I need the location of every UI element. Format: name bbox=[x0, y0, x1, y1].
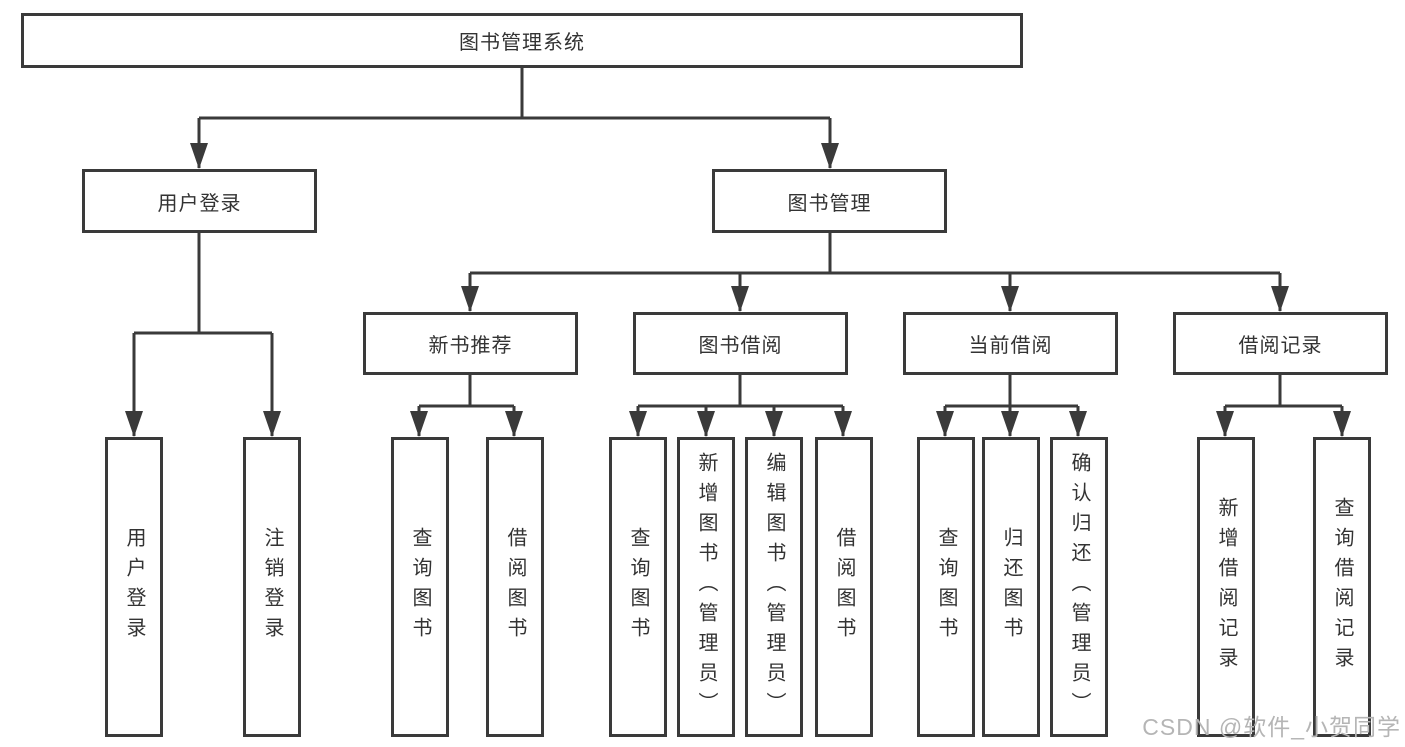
leaf-current-return-books-label: 归还图书 bbox=[1000, 527, 1022, 647]
leaf-current-confirm-return-admin: 确认归还（管理员） bbox=[1050, 437, 1108, 737]
leaf-records-add-record: 新增借阅记录 bbox=[1197, 437, 1255, 737]
node-user-login-label: 用户登录 bbox=[157, 192, 242, 215]
leaf-records-add-record-label: 新增借阅记录 bbox=[1215, 497, 1237, 677]
leaf-borrow-edit-books-admin: 编辑图书（管理员） bbox=[745, 437, 803, 737]
leaf-current-query-books-label: 查询图书 bbox=[935, 527, 957, 647]
node-book-borrow: 图书借阅 bbox=[633, 312, 848, 375]
leaf-borrow-query-books-label: 查询图书 bbox=[627, 527, 649, 647]
leaf-borrow-query-books: 查询图书 bbox=[609, 437, 667, 737]
leaf-borrow-add-books-admin-label: 新增图书（管理员） bbox=[695, 452, 717, 722]
leaf-newbook-borrow-books: 借阅图书 bbox=[486, 437, 544, 737]
leaf-current-confirm-return-admin-label: 确认归还（管理员） bbox=[1068, 452, 1090, 722]
leaf-logout: 注销登录 bbox=[243, 437, 301, 737]
csdn-watermark: CSDN @软件_小贺同学 bbox=[1142, 714, 1401, 740]
node-new-book-recommend: 新书推荐 bbox=[363, 312, 578, 375]
node-borrow-records: 借阅记录 bbox=[1173, 312, 1388, 375]
node-borrow-records-label: 借阅记录 bbox=[1238, 335, 1323, 357]
leaf-records-query-record: 查询借阅记录 bbox=[1313, 437, 1371, 737]
leaf-records-query-record-label: 查询借阅记录 bbox=[1331, 497, 1353, 677]
node-book-management: 图书管理 bbox=[712, 169, 947, 233]
leaf-current-return-books: 归还图书 bbox=[982, 437, 1040, 737]
node-current-borrow-label: 当前借阅 bbox=[968, 335, 1053, 357]
leaf-newbook-borrow-books-label: 借阅图书 bbox=[504, 527, 526, 647]
node-book-management-label: 图书管理 bbox=[787, 192, 872, 215]
node-book-borrow-label: 图书借阅 bbox=[698, 335, 783, 357]
leaf-current-query-books: 查询图书 bbox=[917, 437, 975, 737]
leaf-borrow-edit-books-admin-label: 编辑图书（管理员） bbox=[763, 452, 785, 722]
node-new-book-recommend-label: 新书推荐 bbox=[428, 335, 513, 357]
leaf-logout-label: 注销登录 bbox=[261, 527, 283, 647]
leaf-borrow-borrow-books: 借阅图书 bbox=[815, 437, 873, 737]
leaf-borrow-borrow-books-label: 借阅图书 bbox=[833, 527, 855, 647]
leaf-user-login: 用户登录 bbox=[105, 437, 163, 737]
node-root: 图书管理系统 bbox=[21, 13, 1023, 68]
node-root-label: 图书管理系统 bbox=[459, 32, 585, 54]
node-current-borrow: 当前借阅 bbox=[903, 312, 1118, 375]
leaf-user-login-label: 用户登录 bbox=[123, 527, 145, 647]
leaf-borrow-add-books-admin: 新增图书（管理员） bbox=[677, 437, 735, 737]
leaf-newbook-query-books-label: 查询图书 bbox=[409, 527, 431, 647]
leaf-newbook-query-books: 查询图书 bbox=[391, 437, 449, 737]
node-user-login: 用户登录 bbox=[82, 169, 317, 233]
